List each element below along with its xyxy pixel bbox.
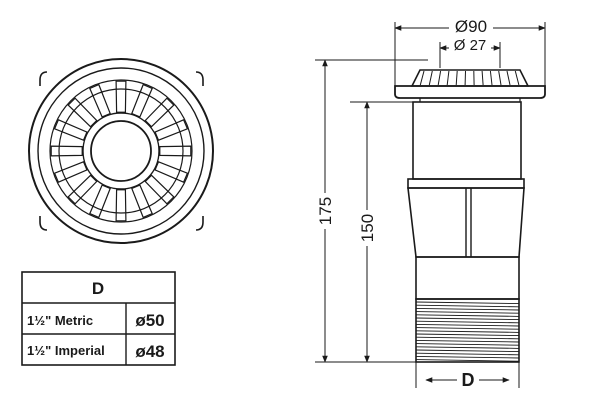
- cap-rib: [428, 70, 433, 86]
- thread-line: [415, 339, 520, 343]
- side-view: Ø90 Ø 27 175 150 D: [315, 16, 546, 390]
- upper-body: [412, 101, 522, 180]
- table-header: D: [92, 279, 104, 298]
- dim-outer-diameter: Ø90: [455, 17, 487, 36]
- thread-line: [415, 301, 520, 305]
- flange-brim: [394, 85, 546, 99]
- table-cell-value: ø48: [135, 342, 164, 361]
- thread-line: [415, 304, 520, 308]
- outer-flange-circle: [28, 58, 214, 244]
- cap-rib: [446, 70, 450, 86]
- thread-line: [415, 352, 520, 356]
- cap-rib: [481, 70, 484, 86]
- rib: [131, 83, 153, 118]
- thread-line: [415, 359, 520, 362]
- thread-line: [415, 346, 520, 349]
- rib: [115, 80, 127, 113]
- rib: [154, 119, 189, 141]
- cap-rib: [419, 70, 425, 86]
- thread-line: [415, 307, 520, 311]
- rib: [131, 184, 153, 219]
- rib: [144, 97, 175, 128]
- cap-rib: [437, 70, 442, 86]
- cap-rib: [498, 70, 502, 86]
- thread-line: [415, 323, 520, 327]
- thread-line: [415, 320, 520, 324]
- cap-rib: [489, 70, 493, 86]
- rib: [89, 184, 111, 219]
- hub-outer-circle: [82, 112, 160, 190]
- thread-line: [415, 330, 520, 333]
- thread-line: [415, 343, 520, 346]
- table-cell-value: ø50: [135, 311, 164, 330]
- thread-lines: [415, 301, 520, 362]
- thread-line: [415, 327, 520, 330]
- rib: [154, 161, 189, 183]
- cap-ribs: [419, 70, 520, 86]
- thread-line: [415, 336, 520, 340]
- neck: [415, 256, 520, 300]
- dim-total-height: 175: [316, 197, 335, 225]
- rib: [53, 119, 88, 141]
- collar: [407, 178, 525, 189]
- rib: [67, 174, 98, 205]
- flange-inner-circle: [37, 67, 205, 235]
- dim-thread: D: [462, 370, 475, 390]
- cap-rib: [455, 70, 458, 86]
- dim-body-height: 150: [358, 214, 377, 242]
- cap-rib: [506, 70, 511, 86]
- thread-line: [415, 355, 520, 359]
- thread-line: [415, 311, 520, 314]
- cap-rib: [514, 70, 520, 86]
- hub-bore-circle: [90, 120, 152, 182]
- top-view: [28, 58, 214, 244]
- size-table: D 1½" Metric ø50 1½" Imperial ø48: [21, 271, 176, 366]
- rib-ring-circle: [58, 88, 184, 214]
- thread-line: [415, 317, 520, 321]
- rib: [89, 83, 111, 118]
- thread-line: [415, 314, 520, 317]
- table-cell-size: 1½" Imperial: [27, 343, 105, 358]
- rib-outer-circle: [49, 79, 193, 223]
- rib: [159, 145, 192, 157]
- rib: [67, 97, 98, 128]
- dim-inner-diameter: Ø 27: [454, 37, 487, 54]
- rib: [53, 161, 88, 183]
- rib: [115, 189, 127, 222]
- rib: [50, 145, 83, 157]
- thread-line: [415, 349, 520, 353]
- threaded-section: [415, 298, 520, 363]
- table-border: [21, 271, 176, 366]
- radial-ribs: [50, 80, 192, 222]
- rib: [144, 174, 175, 205]
- thread-line: [415, 333, 520, 337]
- base-plate-outline: [39, 71, 204, 231]
- table-cell-size: 1½" Metric: [27, 313, 93, 328]
